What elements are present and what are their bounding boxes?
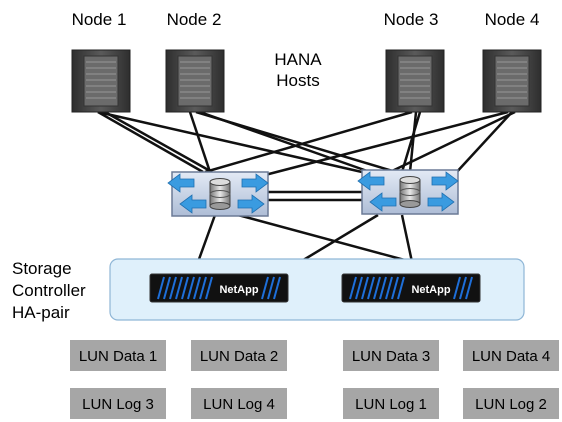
lun-data-2-label: LUN Data 2: [200, 348, 278, 365]
storage-label-line1: Storage: [12, 259, 72, 278]
node-4-label: Node 4: [485, 10, 540, 29]
hosts-label-line1: HANA: [274, 50, 322, 69]
network-switch-2: [357, 169, 459, 215]
netapp-storage-unit-1: NetApp: [149, 273, 289, 303]
lun-data-1-box: [70, 340, 166, 371]
netapp-logo-text-2: NetApp: [411, 284, 450, 296]
node-2-label: Node 2: [167, 10, 222, 29]
lun-data-row: LUN Data 1 LUN Data 2 LUN Data 3 LUN Dat…: [70, 340, 559, 371]
switch-storage-links: [196, 213, 414, 264]
lun-data-3-label: LUN Data 3: [352, 348, 430, 365]
lun-log-1-box: [343, 388, 439, 419]
lun-log-row: LUN Log 3 LUN Log 4 LUN Log 1 LUN Log 2: [70, 388, 559, 419]
netapp-logo-text-1: NetApp: [219, 284, 258, 296]
switch-core-icon: [209, 178, 231, 210]
netapp-storage-unit-2: NetApp: [341, 273, 481, 303]
server-node-4: [482, 49, 542, 113]
node-3-label: Node 3: [384, 10, 439, 29]
server-node-1: [71, 49, 131, 113]
lun-log-3-box: [70, 388, 166, 419]
server-node-2: [165, 49, 225, 113]
inter-switch-links: [268, 190, 362, 202]
lun-log-4-label: LUN Log 4: [203, 396, 275, 413]
storage-label-line3: HA-pair: [12, 303, 70, 322]
server-node-3: [385, 49, 445, 113]
lun-data-4-label: LUN Data 4: [472, 348, 550, 365]
lun-log-3-label: LUN Log 3: [82, 396, 154, 413]
host-switch-links: [97, 110, 516, 177]
lun-data-1-label: LUN Data 1: [79, 348, 157, 365]
lun-log-2-label: LUN Log 2: [475, 396, 547, 413]
lun-log-2-box: [463, 388, 559, 419]
storage-label-line2: Controller: [12, 281, 86, 300]
lun-data-4-box: [463, 340, 559, 371]
lun-data-3-box: [343, 340, 439, 371]
network-switch-1: [167, 171, 269, 217]
lun-log-4-box: [191, 388, 287, 419]
node-1-label: Node 1: [72, 10, 127, 29]
switch-core-icon: [399, 176, 421, 208]
hosts-label-line2: Hosts: [276, 71, 319, 90]
lun-log-1-label: LUN Log 1: [355, 396, 427, 413]
lun-data-2-box: [191, 340, 287, 371]
